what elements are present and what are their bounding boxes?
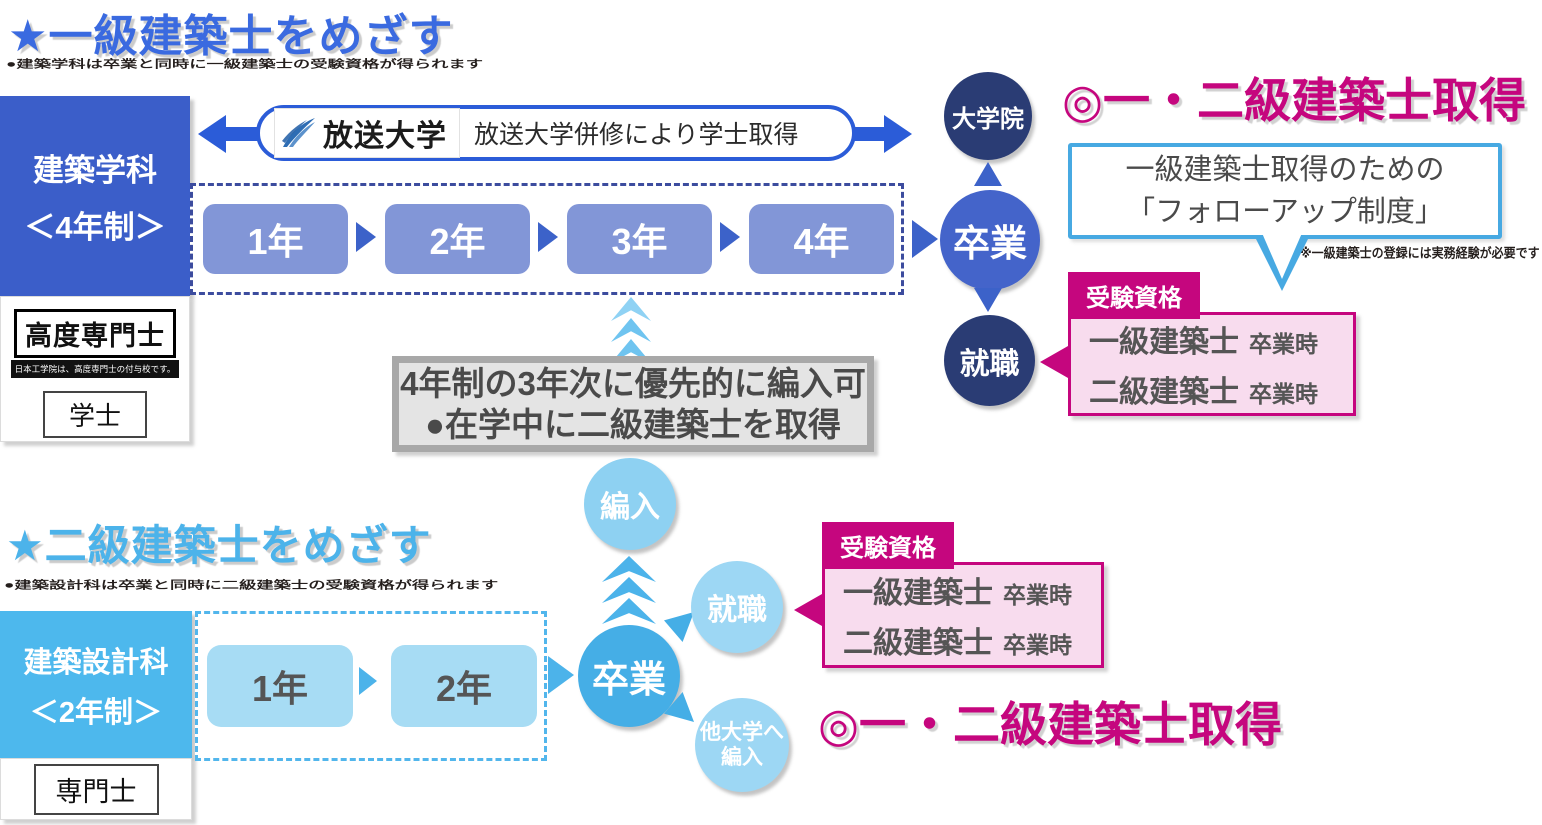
dept-box-design-2yr: 建築設計科 ＜2年制＞ <box>0 611 192 758</box>
chevron-up-icon <box>611 318 651 342</box>
chevron-up-icon <box>611 297 651 321</box>
graduation-circle-4yr: 卒業 <box>940 190 1040 290</box>
other-univ-line2: 編入 <box>721 746 763 769</box>
transfer-note-box: 4年制の3年次に優先的に編入可 ●在学中に二級建築士を取得 <box>392 356 874 452</box>
second-class-section-subtitle: ●建築設計科は卒業と同時に二級建築士の受験資格が得られます <box>4 578 499 591</box>
bubble-line2: 「フォローアップ制度」 <box>1126 196 1444 228</box>
license-box-second: 一級建築士 卒業時 二級建築士 卒業時 <box>822 562 1104 668</box>
transfer-note-line1: 4年制の3年次に優先的に編入可 <box>400 365 866 402</box>
senmonshi-label: 専門士 <box>33 763 159 815</box>
credential-box-4yr: 高度専門士 日本工学院は、高度専門士の付与校です。 学士 <box>0 296 190 442</box>
graduation-circle-2yr: 卒業 <box>578 625 680 727</box>
dept2-term: ＜2年制＞ <box>29 696 163 729</box>
license-name: 一級建築士 <box>843 577 993 610</box>
other-univ-line1: 他大学へ <box>700 721 784 744</box>
dept1-name: 建築学科 <box>33 153 157 188</box>
license-note: ※一級建築士の登録には実務経験が必要です <box>1300 245 1540 261</box>
year-box-2-2yr: 2年 <box>391 645 537 727</box>
chevron-up-icon <box>602 598 656 624</box>
dept2-name: 建築設計科 <box>23 646 169 679</box>
transfer-circle: 編入 <box>584 458 676 550</box>
license-row: 一級建築士 卒業時 <box>1089 317 1353 361</box>
followup-bubble: 一級建築士取得のための 「フォローアップ制度」 <box>1068 143 1502 239</box>
chevron-right-icon <box>356 222 376 252</box>
dept1-term: ＜4年制＞ <box>24 210 166 245</box>
hoso-swoosh-icon <box>282 118 315 147</box>
arrow-left-tail <box>222 127 266 141</box>
year-box-3: 3年 <box>567 204 712 274</box>
arrow-to-graduation-icon <box>912 220 938 258</box>
first-class-section-subtitle: ●建築学科は卒業と同時に一級建築士の受験資格が得られます <box>6 57 483 70</box>
year-box-1: 1年 <box>203 204 348 274</box>
license-when: 卒業時 <box>1003 582 1072 608</box>
arrow-left-icon <box>198 115 226 153</box>
year-box-4: 4年 <box>749 204 894 274</box>
license-when: 卒業時 <box>1249 331 1318 357</box>
license-name: 一級建築士 <box>1089 326 1239 359</box>
license-pointer-left-icon <box>794 594 822 626</box>
grad-school-circle: 大学院 <box>944 72 1032 160</box>
license-name: 二級建築士 <box>843 627 993 660</box>
license-tab-second: 受験資格 <box>822 522 954 569</box>
second-class-section-title: ★二級建築士をめざす <box>6 522 432 569</box>
arrow-down-icon <box>974 288 1002 312</box>
license-when: 卒業時 <box>1249 381 1318 407</box>
hoso-pill-label: 放送大学併修により学士取得 <box>474 121 799 149</box>
license-pointer-left-icon <box>1040 346 1068 378</box>
license-row: 二級建築士 卒業時 <box>1089 367 1353 411</box>
gakushi-label: 学士 <box>42 391 147 438</box>
chevron-right-icon <box>720 222 740 252</box>
kodo-senmonshi-note: 日本工学院は、高度専門士の付与校です。 <box>10 360 180 378</box>
other-university-circle: 他大学へ 編入 <box>695 698 789 792</box>
chevron-right-icon <box>538 222 558 252</box>
hoso-daigaku-pill: 放送大学 放送大学併修により学士取得 <box>256 105 856 161</box>
year-box-2: 2年 <box>385 204 530 274</box>
kodo-senmonshi-label: 高度専門士 <box>14 309 176 358</box>
arrow-up-icon <box>974 162 1002 186</box>
transfer-note-inner: 4年制の3年次に優先的に編入可 ●在学中に二級建築士を取得 <box>399 363 867 445</box>
hoso-daigaku-logo: 放送大学 <box>274 108 460 158</box>
chevron-right-icon <box>359 667 377 695</box>
license-row: 一級建築士 卒業時 <box>843 568 1101 612</box>
bubble-line1: 一級建築士取得のための <box>1125 154 1445 186</box>
year-box-1-2yr: 1年 <box>207 645 353 727</box>
arrow-to-graduation2-icon <box>548 656 574 694</box>
hoso-logo-text: 放送大学 <box>323 120 447 153</box>
result-heading-first: ◎一・二級建築士取得 <box>1062 74 1527 127</box>
license-when: 卒業時 <box>1003 632 1072 658</box>
license-tab-first: 受験資格 <box>1068 272 1200 319</box>
arrow-up-right-icon <box>664 612 694 642</box>
employment-circle-4yr: 就職 <box>944 315 1035 406</box>
credential-box-2yr: 専門士 <box>0 758 192 820</box>
license-name: 二級建築士 <box>1089 376 1239 409</box>
license-box-first: 一級建築士 卒業時 二級建築士 卒業時 <box>1068 312 1356 416</box>
dept-box-architecture-4yr: 建築学科 ＜4年制＞ <box>0 96 190 296</box>
first-class-section-title: ★一級建築士をめざす <box>8 12 454 61</box>
employment-circle-2yr: 就職 <box>691 561 783 653</box>
transfer-note-line2: ●在学中に二級建築士を取得 <box>425 406 841 443</box>
license-row: 二級建築士 卒業時 <box>843 618 1101 662</box>
result-heading-second: ◎一・二級建築士取得 <box>818 698 1283 751</box>
